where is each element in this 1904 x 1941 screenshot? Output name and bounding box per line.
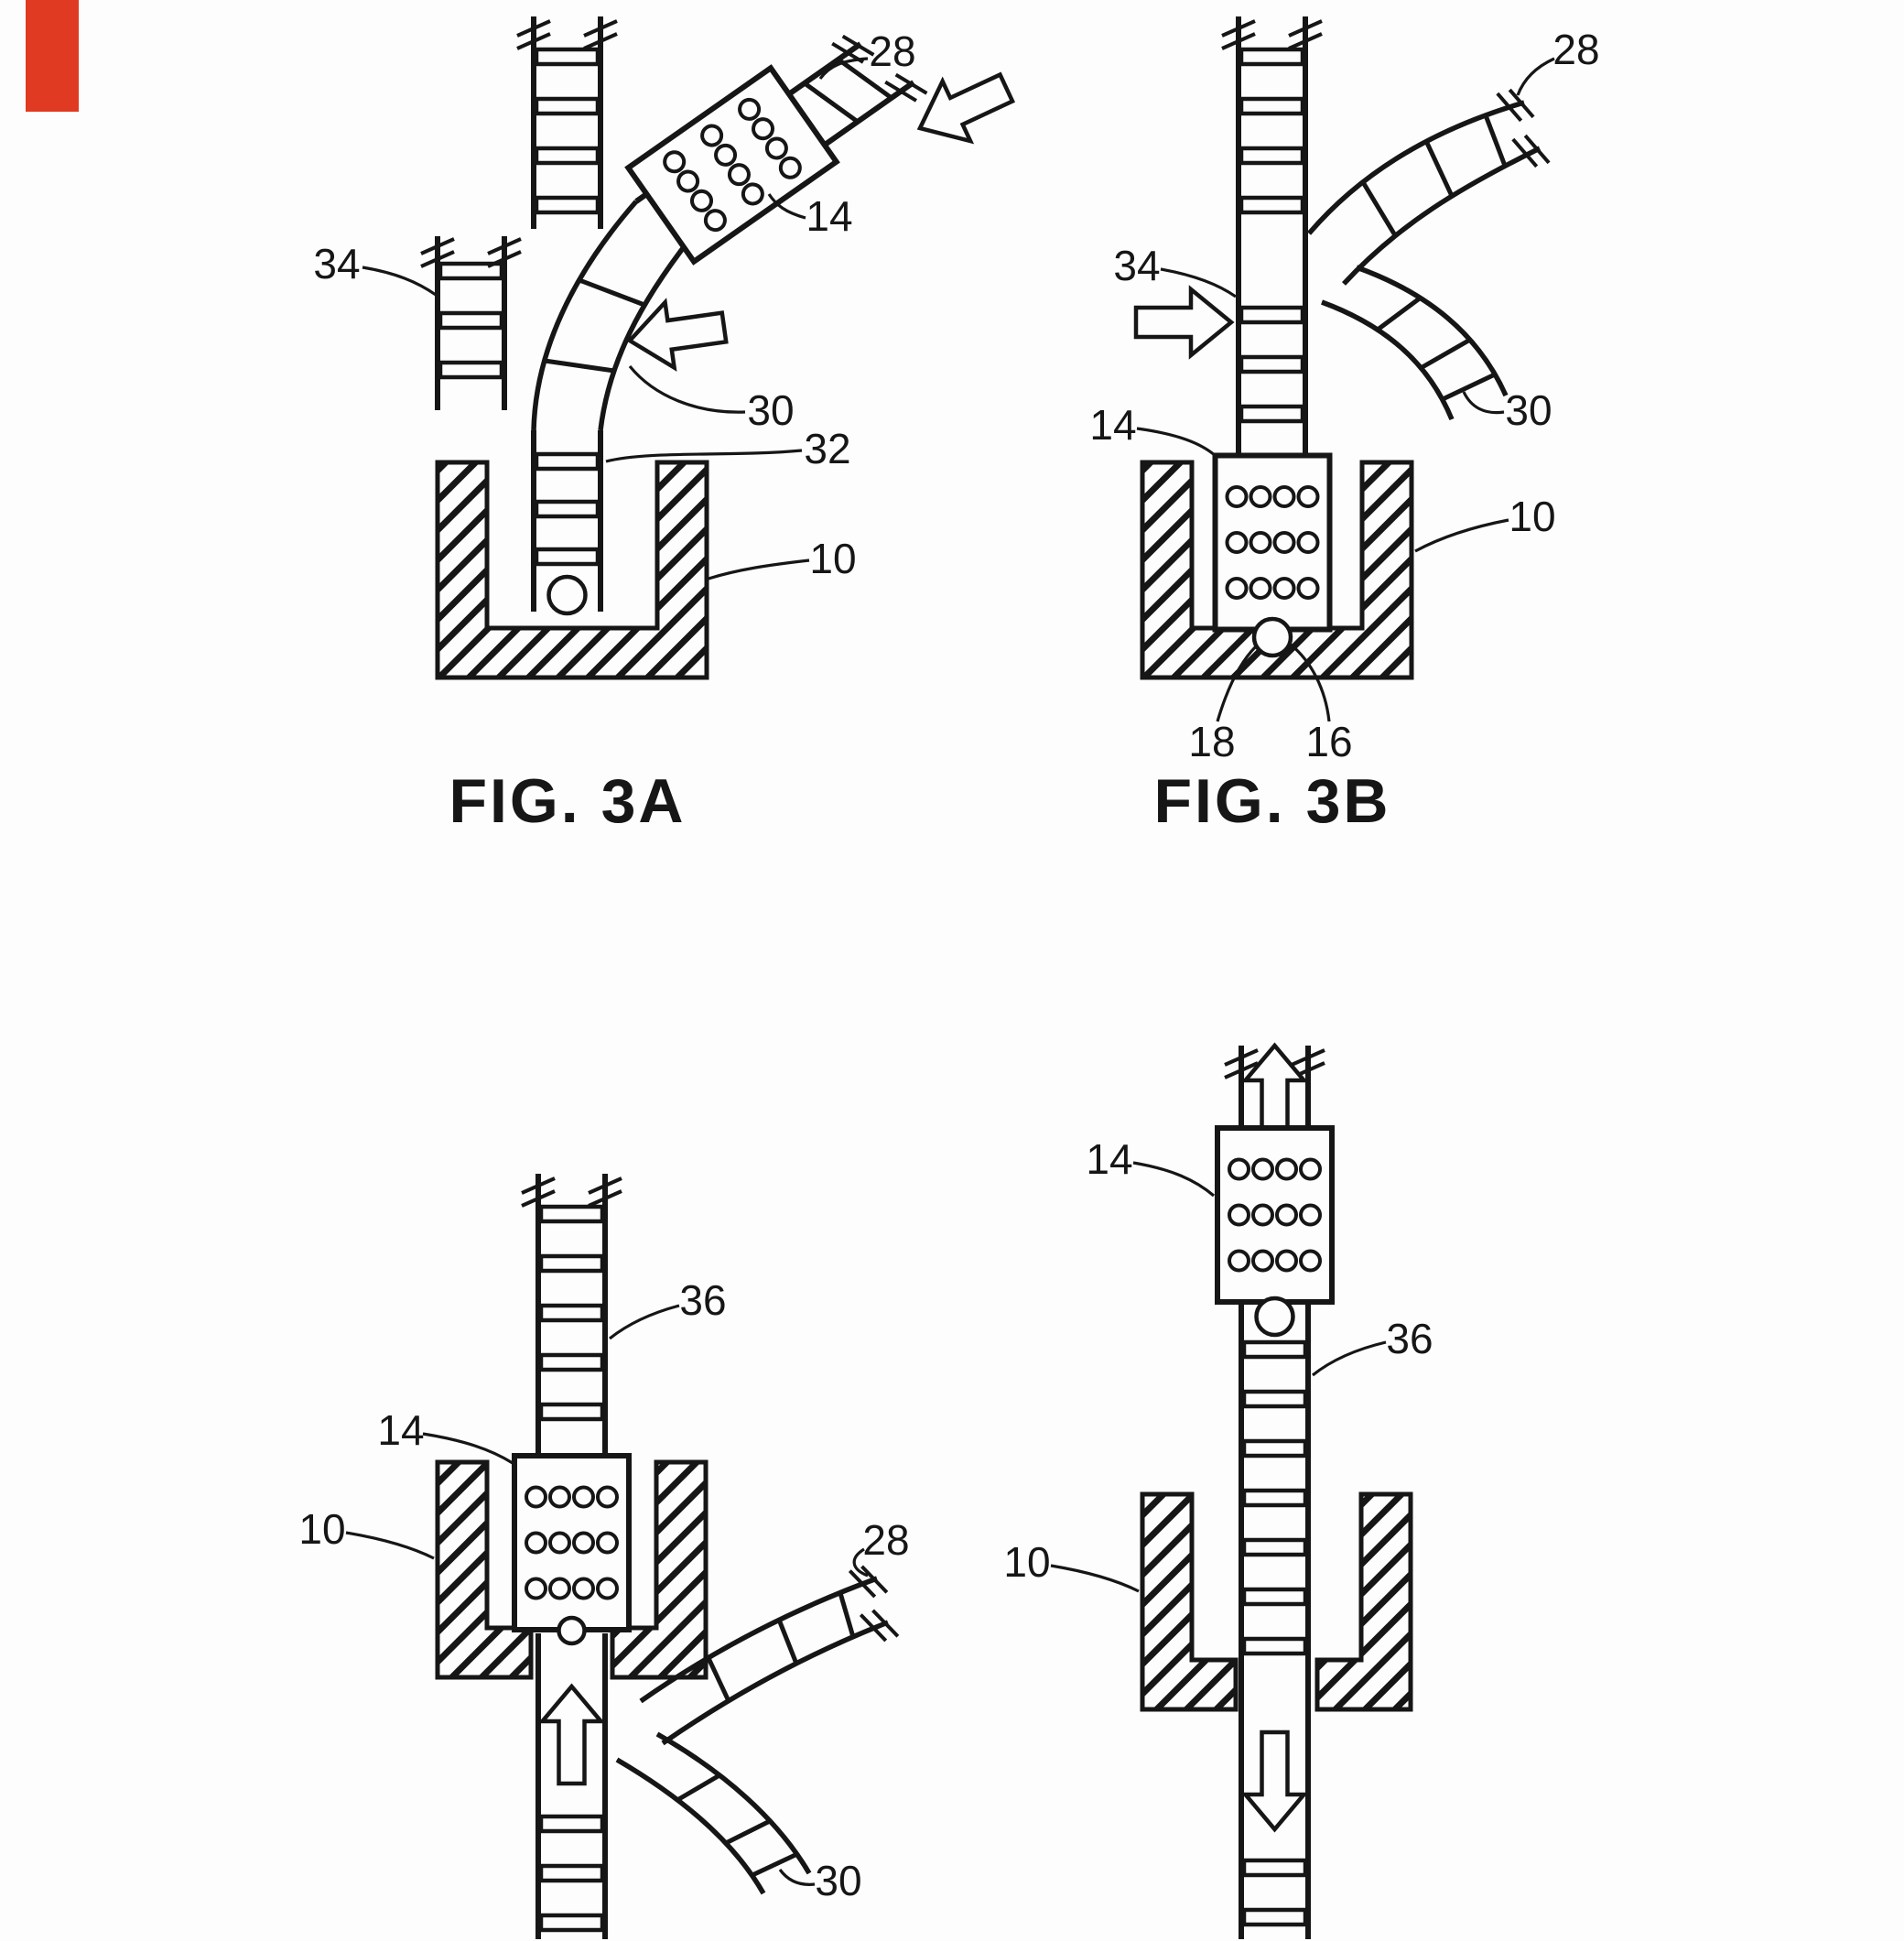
fig3d-carriage-roller [1254,1296,1295,1338]
fig3b-carriage-roller [1251,616,1293,658]
fig3a-label-14: 14 [806,192,852,240]
fig3d-motion-arrow-down [1246,1732,1304,1829]
fig3a-motion-arrow-lower [625,295,729,374]
figure-3b: 28 34 14 30 10 18 16 FIG. 3B [1089,16,1600,836]
fig3b-leader-lines [1136,57,1555,722]
fig3c-label-28: 28 [862,1516,909,1564]
fig3b-curved-track-30 [1321,265,1509,421]
fig3c-label-14: 14 [377,1406,424,1454]
fig3b-label-34: 34 [1113,242,1160,289]
fig3b-label-18: 18 [1188,718,1235,765]
fig3a-lower-track-32 [531,430,603,616]
figure-3d: 14 36 10 [1003,1046,1433,1939]
fig3b-label-28: 28 [1552,26,1599,73]
fig3c-leader-lines [345,1304,869,1886]
fig3c-label-10: 10 [298,1505,345,1553]
fig3c-curved-track-30 [615,1731,812,1895]
fig3a-label-34: 34 [313,240,360,287]
fig3d-label-10: 10 [1003,1538,1050,1586]
fig3b-main-track [1220,16,1324,455]
fig3d-upper-track [1223,1046,1326,1128]
fig3a-motion-arrow-upper [906,58,1021,157]
scan-artifact [26,0,79,112]
fig3d-carriage-14 [1217,1128,1332,1302]
fig3a-label-10: 10 [809,535,856,582]
fig3a-siding-track-34 [419,236,523,410]
fig3d-track-36 [1239,1302,1311,1939]
fig3a-curved-track-30 [531,200,692,431]
fig3a-upper-track [515,16,619,229]
figure-3c: 36 14 10 28 30 [298,1174,910,1939]
fig3b-label-30: 30 [1505,386,1552,434]
fig3c-carriage-14 [514,1456,629,1630]
fig3b-carriage-14 [1216,456,1330,630]
fig3b-caption: FIG. 3B [1153,766,1390,836]
fig3a-label-30: 30 [747,386,794,434]
fig3c-upper-track-36 [520,1174,623,1458]
fig3a-label-28: 28 [869,27,915,75]
fig3b-label-14: 14 [1089,401,1136,449]
fig3a-channel-10 [438,462,707,678]
fig3d-leader-lines [1050,1161,1387,1593]
figure-3a: 28 14 34 30 32 10 FIG. 3A [313,16,1020,836]
fig3a-label-32: 32 [804,425,850,472]
fig3b-label-16: 16 [1305,718,1352,765]
fig3b-curved-track-28 [1306,83,1552,286]
fig3b-label-10: 10 [1509,493,1555,540]
fig3d-label-36: 36 [1386,1315,1433,1362]
fig3c-label-36: 36 [679,1276,726,1324]
fig3c-label-30: 30 [815,1857,861,1904]
fig3c-curved-track-28 [639,1559,900,1746]
fig3a-caption: FIG. 3A [449,766,686,836]
fig3a-track-end-roller [546,574,588,616]
fig3a-leader-lines [362,57,869,580]
fig3c-carriage-roller [557,1615,587,1646]
fig3b-motion-arrow [1136,289,1231,355]
fig3c-lower-track [536,1633,608,1939]
fig3c-motion-arrow-up [543,1686,601,1784]
fig3d-label-14: 14 [1086,1135,1132,1183]
